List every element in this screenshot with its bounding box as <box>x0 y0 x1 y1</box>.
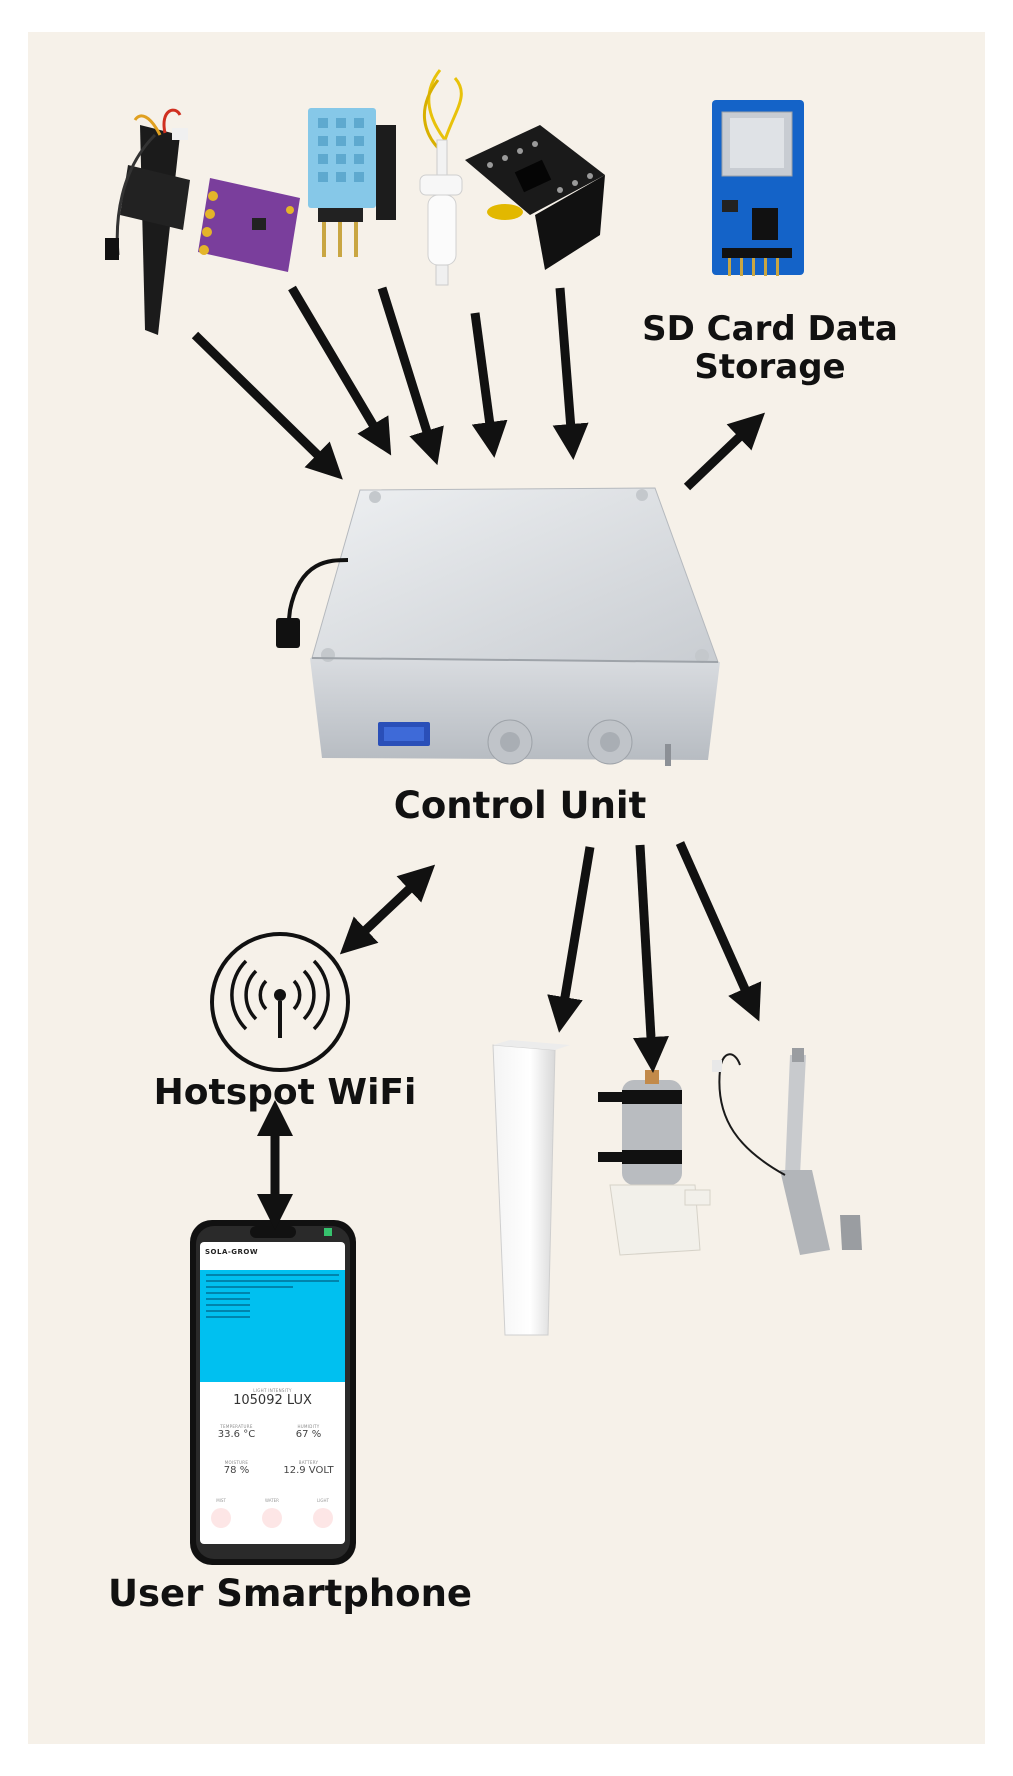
arrow-soil-sensor-to-control <box>191 331 343 480</box>
hotspot-wifi-label: Hotspot WiFi <box>153 1072 417 1113</box>
arrow-control-wifi-bidirectional <box>339 864 436 955</box>
humidity-value: 67 % <box>295 1429 322 1440</box>
water-toggle-button[interactable] <box>262 1508 282 1528</box>
temperature-caption: TEMPERATURE <box>220 1424 253 1429</box>
linear-actuator <box>712 1048 862 1255</box>
water-caption: WATER <box>265 1498 279 1503</box>
arrow-rtc-to-control <box>552 287 589 460</box>
app-brand: SOLA-GROW <box>205 1248 259 1256</box>
moisture-value: 78 % <box>223 1465 250 1476</box>
light-caption-button: LIGHT <box>317 1498 329 1503</box>
water-pump <box>598 1070 711 1256</box>
temperature-humidity-sensor <box>308 108 396 257</box>
sd-card-module <box>712 100 804 276</box>
sd-card-storage-label: SD Card Data Storage <box>642 309 898 388</box>
battery-value: 12.9 VOLT <box>283 1465 334 1476</box>
user-smartphone-label: User Smartphone <box>107 1572 473 1615</box>
led-light-bar <box>492 1040 570 1336</box>
light-caption: LIGHT INTENSITY <box>253 1388 292 1393</box>
water-level-float-switch <box>419 69 463 286</box>
arrow-float-switch-to-control <box>470 312 508 458</box>
phone-screen: SOLA-GROW LIGHT INTENSITY 105092 LUX TEM… <box>200 1242 345 1544</box>
moisture-caption: MOISTURE <box>224 1460 249 1465</box>
soil-moisture-sensor <box>105 108 190 335</box>
arrow-temp-sensor-to-control <box>377 286 444 466</box>
light-toggle-button[interactable] <box>313 1508 333 1528</box>
app-status-panel <box>200 1270 345 1382</box>
arrow-control-to-actuator <box>675 841 762 1022</box>
arrow-control-to-led <box>547 846 595 1033</box>
control-unit-label: Control Unit <box>393 784 647 827</box>
control-unit-enclosure <box>276 487 720 766</box>
humidity-caption: HUMIDITY <box>297 1424 320 1429</box>
mist-caption: MIST <box>216 1498 226 1503</box>
battery-caption: BATTERY <box>298 1460 319 1465</box>
temperature-value: 33.6 °C <box>217 1429 256 1440</box>
arrow-control-to-pump <box>633 844 669 1073</box>
arrow-control-to-sd <box>683 412 766 491</box>
mist-toggle-button[interactable] <box>211 1508 231 1528</box>
light-sensor-module <box>198 178 300 272</box>
arrow-light-sensor-to-control <box>288 285 392 456</box>
wifi-hotspot-icon <box>210 932 350 1072</box>
rtc-module <box>465 125 605 270</box>
light-value: 105092 LUX <box>233 1393 312 1408</box>
diagram-background <box>28 32 985 1744</box>
